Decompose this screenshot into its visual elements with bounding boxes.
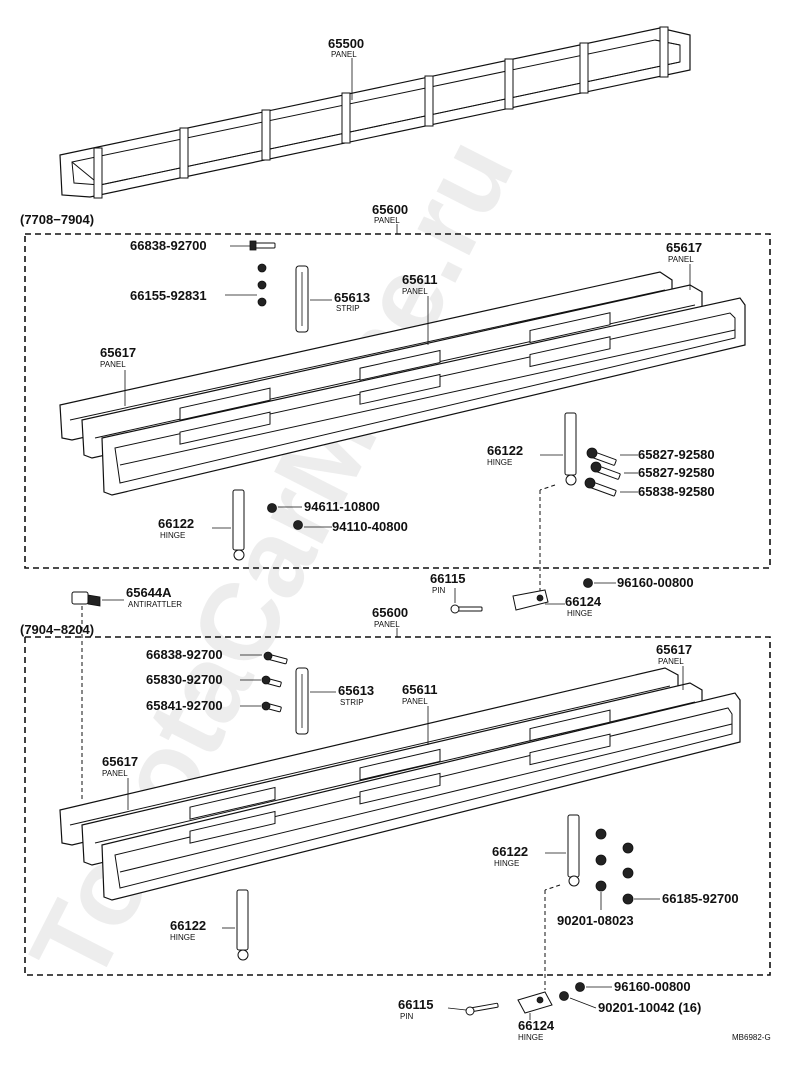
lower-bolts [261,651,288,713]
top-panel-ribs [93,26,669,199]
label-65500: 65500 [328,36,364,51]
upper-bolt-66838 [249,240,276,251]
label-66122-upper-left-name: HINGE [160,531,185,540]
label-65617-lower-right: 65617 [656,642,692,657]
label-66122-lower-left: 66122 [170,918,206,933]
label-66155-92831: 66155-92831 [130,288,207,303]
label-96160-00800-lower: 96160-00800 [614,979,691,994]
label-65611-lower: 65611 [402,682,437,697]
label-65617-lower-left: 65617 [102,754,138,769]
label-65617-lower-left-name: PANEL [102,769,128,778]
label-66124-upper: 66124 [565,594,602,609]
label-65827-92580-b: 65827-92580 [638,465,715,480]
label-66838-92700-lower: 66838-92700 [146,647,223,662]
label-66115-upper-name: PIN [432,586,446,595]
lower-pin-66115 [465,1002,499,1016]
lower-panels-drawing [59,667,741,901]
upper-bolts-65827-65838 [584,447,621,497]
upper-hinge-left-66122 [232,489,245,561]
group-label-upper: (7708−7904) [20,212,94,227]
label-65611-lower-name: PANEL [402,697,428,706]
label-65830-92700: 65830-92700 [146,672,223,687]
upper-pin-66115 [450,604,483,614]
label-65500-name: PANEL [331,50,357,59]
label-65600-upper-name: PANEL [374,216,400,225]
lower-nut-96160 [575,982,585,992]
label-65613-lower-name: STRIP [340,698,364,707]
label-65644a-name: ANTIRATTLER [128,600,182,609]
top-panel-drawing [59,26,691,199]
watermark: ToyotaCarMine.ru [7,119,537,1001]
upper-panel-slats [179,312,611,445]
label-65613-upper: 65613 [334,290,370,305]
upper-group-frame [24,233,771,569]
lower-strip-65613 [295,667,309,735]
lower-panel-slats [189,709,611,844]
label-65617-lower-right-name: PANEL [658,657,684,666]
label-65613-upper-name: STRIP [336,304,360,313]
label-65617-upper-right-name: PANEL [668,255,694,264]
group-label-lower: (7904−8204) [20,622,94,637]
label-65611-upper-name: PANEL [402,287,428,296]
lower-bracket-66124 [517,991,553,1014]
label-66122-upper-left: 66122 [158,516,194,531]
label-66122-upper-right-name: HINGE [487,458,512,467]
upper-panels-drawing [59,271,746,496]
upper-bracket-66124 [512,589,549,611]
label-66122-lower-right: 66122 [492,844,528,859]
label-65600-lower-name: PANEL [374,620,400,629]
label-66115-lower: 66115 [398,997,433,1012]
label-90201-08023: 90201-08023 [557,913,634,928]
label-65600-lower: 65600 [372,605,408,620]
label-65617-upper-right: 65617 [666,240,702,255]
upper-nut-96160 [583,578,593,588]
upper-nuts-66155 [257,263,267,307]
upper-strip-65613 [295,265,309,333]
label-65617-upper-left-name: PANEL [100,360,126,369]
label-66115-lower-name: PIN [400,1012,414,1021]
label-65841-92700: 65841-92700 [146,698,223,713]
label-66122-lower-left-name: HINGE [170,933,195,942]
label-65617-upper-left: 65617 [100,345,136,360]
lower-hinge-right-66122 [567,814,580,887]
label-65611-upper: 65611 [402,272,437,287]
lower-nuts-cluster [595,828,634,905]
label-94611-10800: 94611-10800 [304,499,380,514]
label-65613-lower: 65613 [338,683,374,698]
lower-nut-90201-10042 [559,991,569,1001]
lower-group-frame [24,636,771,976]
label-94110-40800: 94110-40800 [332,519,408,534]
label-66124-lower-name: HINGE [518,1033,543,1042]
label-65827-92580-a: 65827-92580 [638,447,715,462]
label-65838-92580: 65838-92580 [638,484,715,499]
label-66124-lower: 66124 [518,1018,555,1033]
label-65600-upper: 65600 [372,202,408,217]
label-66838-92700-upper: 66838-92700 [130,238,207,253]
antirattler-65644a [71,591,101,607]
label-66122-upper-right: 66122 [487,443,523,458]
label-66115-upper: 66115 [430,571,465,586]
upper-washer-nut [267,503,303,530]
label-66124-upper-name: HINGE [567,609,592,618]
label-90201-10042: 90201-10042 (16) [598,1000,701,1015]
lower-hinge-left-66122 [236,889,249,961]
label-66122-lower-right-name: HINGE [494,859,519,868]
label-96160-00800-upper: 96160-00800 [617,575,694,590]
label-65644a: 65644A [126,585,172,600]
upper-hinge-right-66122 [564,412,577,486]
label-66185-92700: 66185-92700 [662,891,739,906]
figure-code: MB6982-G [732,1033,771,1042]
